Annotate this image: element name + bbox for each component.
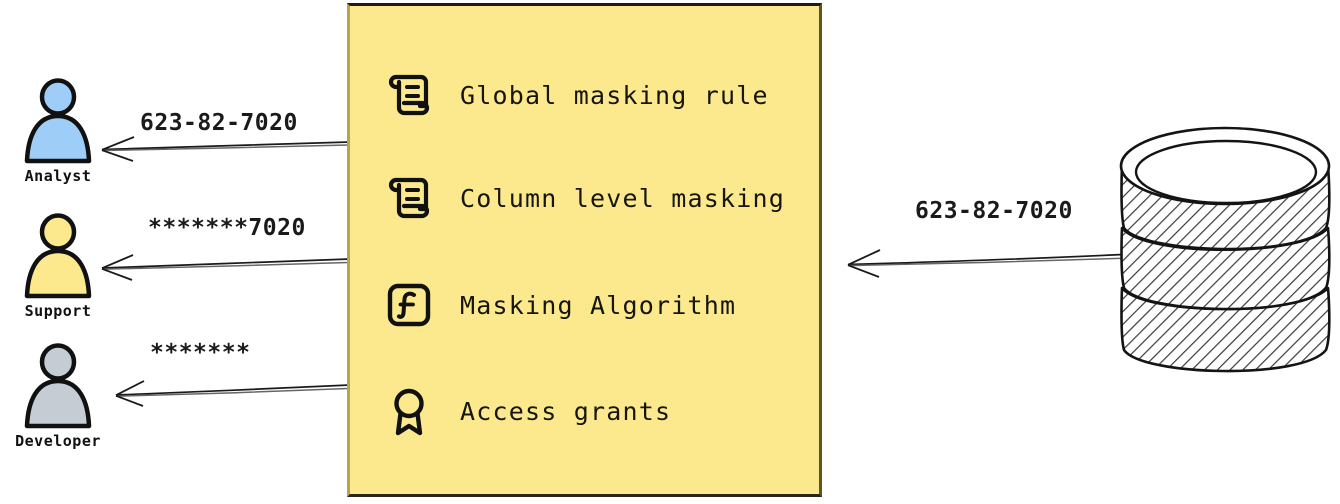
scroll-icon [382, 171, 436, 225]
policy-item-label: Access grants [460, 396, 672, 426]
actor-label-analyst: Analyst [24, 167, 92, 185]
actor-label-developer: Developer [15, 432, 101, 450]
badge-icon [382, 384, 436, 438]
policy-item-column-level-masking[interactable]: Column level masking [382, 171, 785, 225]
arrow-to-support [101, 254, 351, 281]
policy-item-label: Masking Algorithm [460, 290, 737, 320]
arrow-from-database [847, 249, 1135, 278]
flow-value-from-database: 623-82-7020 [915, 198, 1073, 224]
function-icon [382, 278, 436, 332]
actor-developer: Developer [0, 343, 118, 450]
flow-value-support: *******7020 [148, 215, 306, 241]
policy-item-label: Column level masking [460, 183, 786, 213]
person-icon [24, 213, 92, 299]
person-icon [24, 343, 92, 429]
actor-support: Support [0, 213, 118, 320]
actor-analyst: Analyst [0, 78, 118, 185]
policy-item-label: Global masking rule [460, 80, 769, 110]
actor-label-support: Support [24, 302, 92, 320]
arrow-to-developer [115, 380, 351, 407]
arrow-to-analyst [101, 136, 351, 162]
policy-item-access-grants[interactable]: Access grants [382, 384, 671, 438]
flow-value-analyst: 623-82-7020 [140, 110, 298, 136]
policy-card: Global masking rule Column level masking [347, 3, 822, 497]
scroll-icon [382, 68, 436, 122]
policy-item-masking-algorithm[interactable]: Masking Algorithm [382, 278, 736, 332]
database-icon [1112, 118, 1340, 394]
flow-value-developer: ******* [150, 340, 251, 366]
person-icon [24, 78, 92, 164]
policy-item-global-masking-rule[interactable]: Global masking rule [382, 68, 769, 122]
